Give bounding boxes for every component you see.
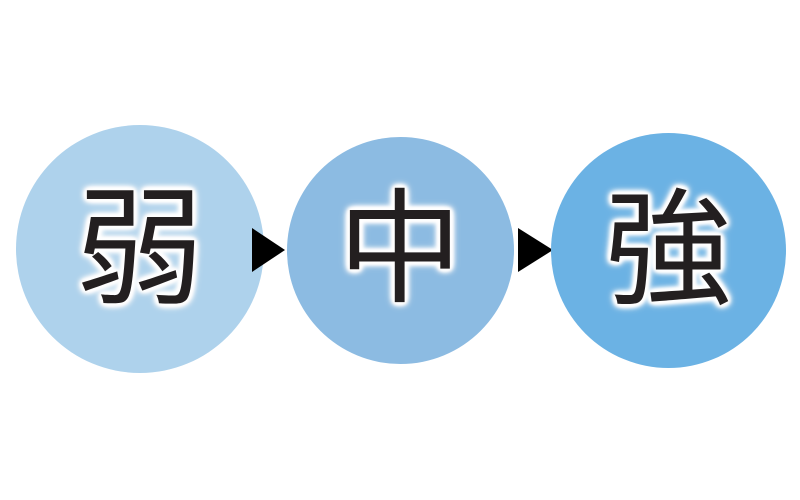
stage-label-weak: 弱	[75, 175, 204, 324]
stage-circle-strong[interactable]: 強	[550, 132, 786, 368]
stage-label-medium: 中	[337, 178, 462, 322]
stage-label-strong: 強	[605, 176, 731, 324]
stage-circle-weak[interactable]: 弱	[16, 125, 264, 373]
stage-circle-medium[interactable]: 中	[286, 136, 514, 364]
arrow-right-icon-medium-to-strong	[518, 228, 553, 272]
arrow-right-icon-weak-to-medium	[252, 228, 285, 272]
